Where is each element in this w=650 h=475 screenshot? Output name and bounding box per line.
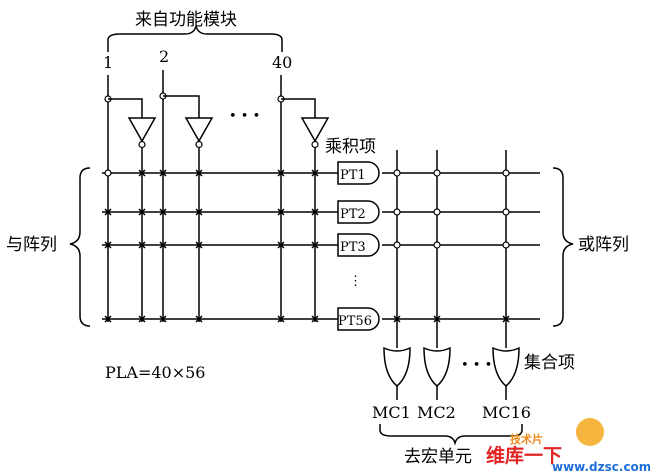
mc1-label: MC1 [372,403,411,422]
pt1-label: PT1 [340,168,366,183]
or-array-label: 或阵列 [578,235,629,255]
bottom-brace [379,424,523,446]
or-array-verticals [396,150,507,348]
input-label-1: 1 [103,53,113,72]
watermark-tag: 技术片 [510,432,543,446]
top-module-label: 来自功能模块 [135,10,237,30]
and-fixed-connection [104,169,112,177]
input-ellipsis: • • • [229,109,260,124]
watermark: 技术片 维库一下 www.dzsc.com [486,418,650,474]
inverter-feed-1 [108,98,143,118]
and-array-label: 与阵列 [6,235,57,255]
and-gate-pt3: PT3 [337,233,380,257]
pt2-label: PT2 [340,207,366,222]
macrocell-dest-label: 去宏单元 [404,447,472,467]
product-term-label: 乘积项 [325,137,376,157]
watermark-brand: 维库一下 [486,444,562,467]
pla-formula: PLA=40×56 [105,363,205,382]
top-brace [107,25,283,52]
or-gate-ellipsis: • • • [461,358,492,373]
sum-term-label: 集合项 [524,353,575,373]
and-gate-pt56: PT56 [337,307,380,331]
or-array-brace [552,167,574,327]
mc2-label: MC2 [417,403,456,422]
and-array-brace [69,167,91,327]
and-array-programmable-crosses [104,169,319,323]
and-gate-pt1: PT1 [337,161,380,185]
and-array-lines [102,172,338,320]
watermark-mascot-icon [576,418,604,446]
inverter-2 [184,117,214,149]
pt-ellipsis: ⋮ [349,274,362,289]
input-label-40: 40 [272,53,292,72]
and-gate-pt2: PT2 [337,200,380,224]
inverter-feed-40 [281,98,316,118]
mc16-label: MC16 [482,403,531,422]
or-gate-mc16 [492,346,520,400]
input-label-2: 2 [159,47,169,66]
or-array-lines [382,172,540,320]
inverter-40 [300,117,330,149]
or-gate-mc2 [423,346,451,400]
or-array-fixed-connections [393,169,510,249]
watermark-url: www.dzsc.com [552,460,650,474]
inverter-1 [127,117,157,149]
input-complement-lines [141,148,316,322]
or-gate-mc1 [383,346,411,400]
or-array-programmable-crosses [393,315,510,323]
input-true-lines [107,70,282,322]
pt56-label: PT56 [338,314,372,329]
inverter-feed-2 [163,95,200,118]
pt3-label: PT3 [340,240,366,255]
